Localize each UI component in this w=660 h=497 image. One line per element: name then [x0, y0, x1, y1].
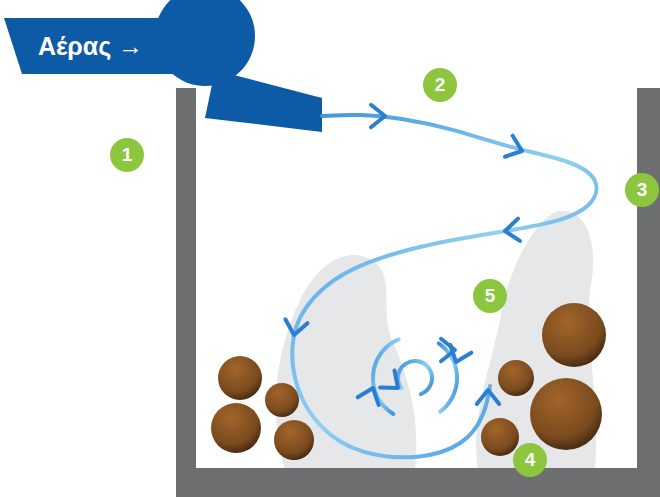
swirl-arc [398, 361, 432, 394]
callout-number: 5 [473, 279, 507, 313]
arrow-head [504, 219, 520, 243]
air-inlet-banner: Αέρας → [4, 18, 189, 74]
arrow-head [371, 105, 385, 127]
container-walls [176, 88, 660, 497]
grains [211, 303, 606, 460]
arrow-head [380, 370, 405, 396]
callout-number: 2 [423, 68, 457, 102]
inlet-label: Αέρας → [38, 31, 143, 61]
arrow-head [477, 390, 499, 404]
callout-number: 1 [110, 138, 144, 172]
arrow-head [441, 339, 455, 361]
arrow-head [283, 319, 307, 337]
callout-number: 3 [625, 173, 659, 207]
callout-number: 4 [513, 443, 547, 477]
arrow-head [505, 136, 526, 162]
